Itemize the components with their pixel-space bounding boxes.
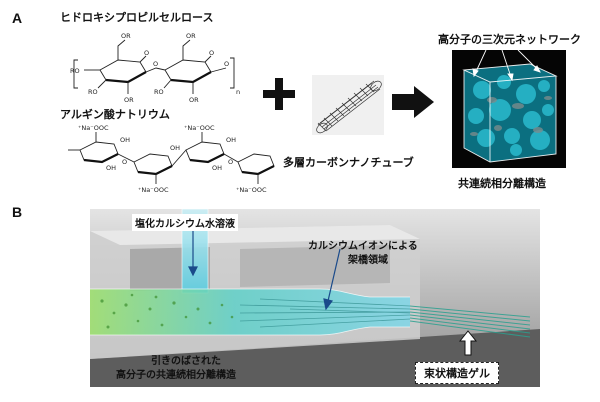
- cacl-label: 塩化カルシウム水溶液: [132, 214, 238, 231]
- crosslink-label-2: 架橋領域: [348, 255, 388, 266]
- alginate-oh-4: OH: [212, 164, 222, 172]
- alginate-oh-5: OH: [226, 136, 236, 144]
- cnt-label: 多層カーボンナノチューブ: [283, 156, 414, 169]
- alginate-naooc-3: ⁺Na⁻OOC: [138, 186, 169, 194]
- hpc-structure: OR OR RO O O O OR OR RO RO O n: [70, 32, 240, 104]
- alginate-oh-3: OH: [170, 144, 180, 152]
- right-arrow-icon: [392, 86, 434, 118]
- hpc-o-ring-2: O: [209, 49, 214, 57]
- alginate-structure: ⁺Na⁻OOC ⁺Na⁻OOC ⁺Na⁻OOC ⁺Na⁻OOC OH OH OH…: [68, 124, 275, 194]
- alginate-o-link-2: O: [228, 158, 233, 166]
- stretched-label-1: 引きのばされた: [151, 356, 221, 367]
- alginate-o-link-1: O: [122, 158, 127, 166]
- result-label: 共連続相分離構造: [458, 177, 546, 190]
- hpc-o-end: O: [224, 60, 229, 68]
- alginate-ring-2: [133, 153, 173, 175]
- alginate-label: アルギン酸ナトリウム: [60, 108, 170, 121]
- hpc-ring-left: [99, 59, 147, 83]
- alginate-naooc-2: ⁺Na⁻OOC: [184, 124, 215, 132]
- gel-label: 束状構造ゲル: [415, 362, 499, 384]
- alginate-ring-4: [237, 153, 275, 175]
- hpc-o-ring-1: O: [144, 49, 149, 57]
- hpc-or-2: OR: [186, 32, 196, 40]
- network-label: 高分子の三次元ネットワーク: [438, 33, 581, 46]
- alginate-ring-3: [185, 141, 225, 163]
- hpc-label: ヒドロキシプロピルセルロース: [60, 11, 214, 24]
- alginate-oh-2: OH: [120, 136, 130, 144]
- alginate-oh-1: OH: [106, 164, 116, 172]
- hpc-or-3: OR: [124, 96, 134, 104]
- alginate-ring-1: [79, 141, 119, 163]
- carbon-nanotube-image: [312, 75, 384, 135]
- hpc-or-4: OR: [189, 96, 199, 104]
- hpc-ro-1: RO: [70, 67, 80, 75]
- hpc-subscript-n: n: [236, 88, 240, 96]
- hpc-ro-3: RO: [154, 88, 164, 96]
- hpc-or-1: OR: [121, 32, 131, 40]
- panel-a-letter: A: [12, 10, 23, 26]
- plus-icon: [263, 78, 295, 110]
- microfluidic-device-image: [90, 209, 540, 387]
- hpc-ring-right: [164, 59, 212, 83]
- panel-b-letter: B: [12, 204, 23, 220]
- hpc-ro-2: RO: [88, 88, 98, 96]
- hpc-o-link: O: [153, 60, 158, 68]
- network-cube-image: [452, 50, 566, 168]
- crosslink-label-1: カルシウムイオンによる: [308, 241, 418, 252]
- stretched-label-2: 高分子の共連続相分離構造: [116, 370, 236, 381]
- alginate-naooc-4: ⁺Na⁻OOC: [236, 186, 267, 194]
- alginate-naooc-1: ⁺Na⁻OOC: [78, 124, 109, 132]
